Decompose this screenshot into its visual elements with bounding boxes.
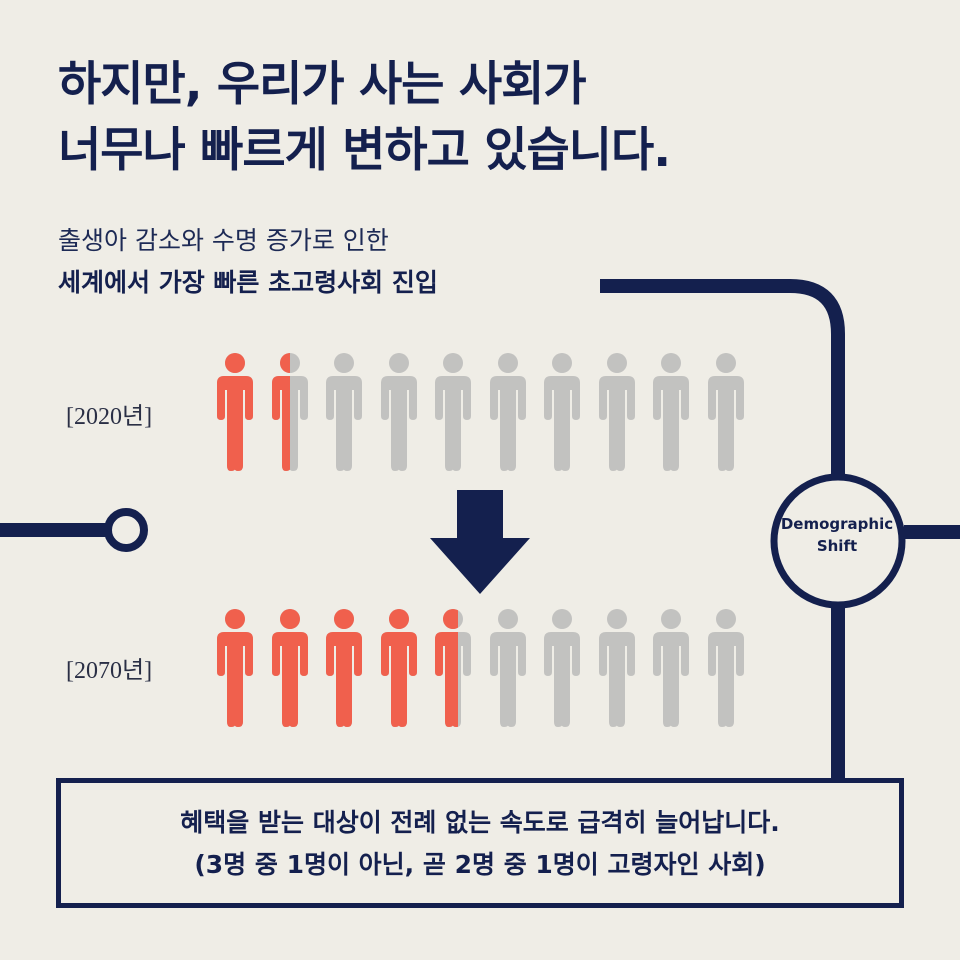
person-icon: [326, 609, 362, 727]
subtitle-line-1: 출생아 감소와 수명 증가로 인한: [58, 226, 389, 255]
person-icon: [380, 609, 417, 727]
title-line-1: 하지만, 우리가 사는 사회가: [58, 57, 587, 112]
person-icon: [489, 609, 526, 727]
node-circle-icon: [104, 508, 148, 552]
subtitle-line-2: 세계에서 가장 빠른 초고령사회 진입: [58, 268, 438, 297]
person-icon: [489, 353, 526, 471]
summary-line-1: 혜택을 받는 대상이 전례 없는 속도로 급격히 늘어납니다.: [180, 808, 780, 837]
badge-line-2: Shift: [816, 537, 858, 555]
badge-circle: [770, 473, 906, 609]
person-icon: [653, 609, 689, 727]
person-icon: [326, 353, 362, 471]
person-icon: [217, 353, 253, 471]
person-icon: [435, 353, 471, 471]
summary-box: 혜택을 받는 대상이 전례 없는 속도로 급격히 늘어납니다. (3명 중 1명…: [56, 778, 904, 908]
person-icon: [707, 353, 744, 471]
year-label-2020: [2020년]: [66, 404, 153, 430]
person-icon: [707, 609, 744, 727]
badge-label: Demographic Shift: [772, 513, 902, 557]
person-icon: [653, 353, 689, 471]
person-icon: [271, 609, 308, 727]
badge-line-1: Demographic: [780, 515, 894, 533]
person-icon: [380, 353, 417, 471]
person-icon: [544, 609, 580, 727]
person-icon: [598, 353, 635, 471]
year-label-2070: [2070년]: [66, 658, 153, 684]
person-icon: [598, 609, 635, 727]
person-icon: [271, 353, 308, 471]
main-title: 하지만, 우리가 사는 사회가 너무나 빠르게 변하고 있습니다.: [58, 52, 918, 184]
connector-line-top: [600, 279, 845, 478]
people-row-2020: [210, 352, 770, 472]
summary-line-2: (3명 중 1명이 아닌, 곧 2명 중 1명이 고령자인 사회): [194, 850, 766, 879]
person-icon: [544, 353, 580, 471]
person-icon: [435, 609, 471, 727]
people-row-2070: [210, 608, 770, 728]
down-arrow-icon: [430, 490, 530, 594]
person-icon: [217, 609, 253, 727]
title-line-2: 너무나 빠르게 변하고 있습니다.: [58, 123, 671, 178]
